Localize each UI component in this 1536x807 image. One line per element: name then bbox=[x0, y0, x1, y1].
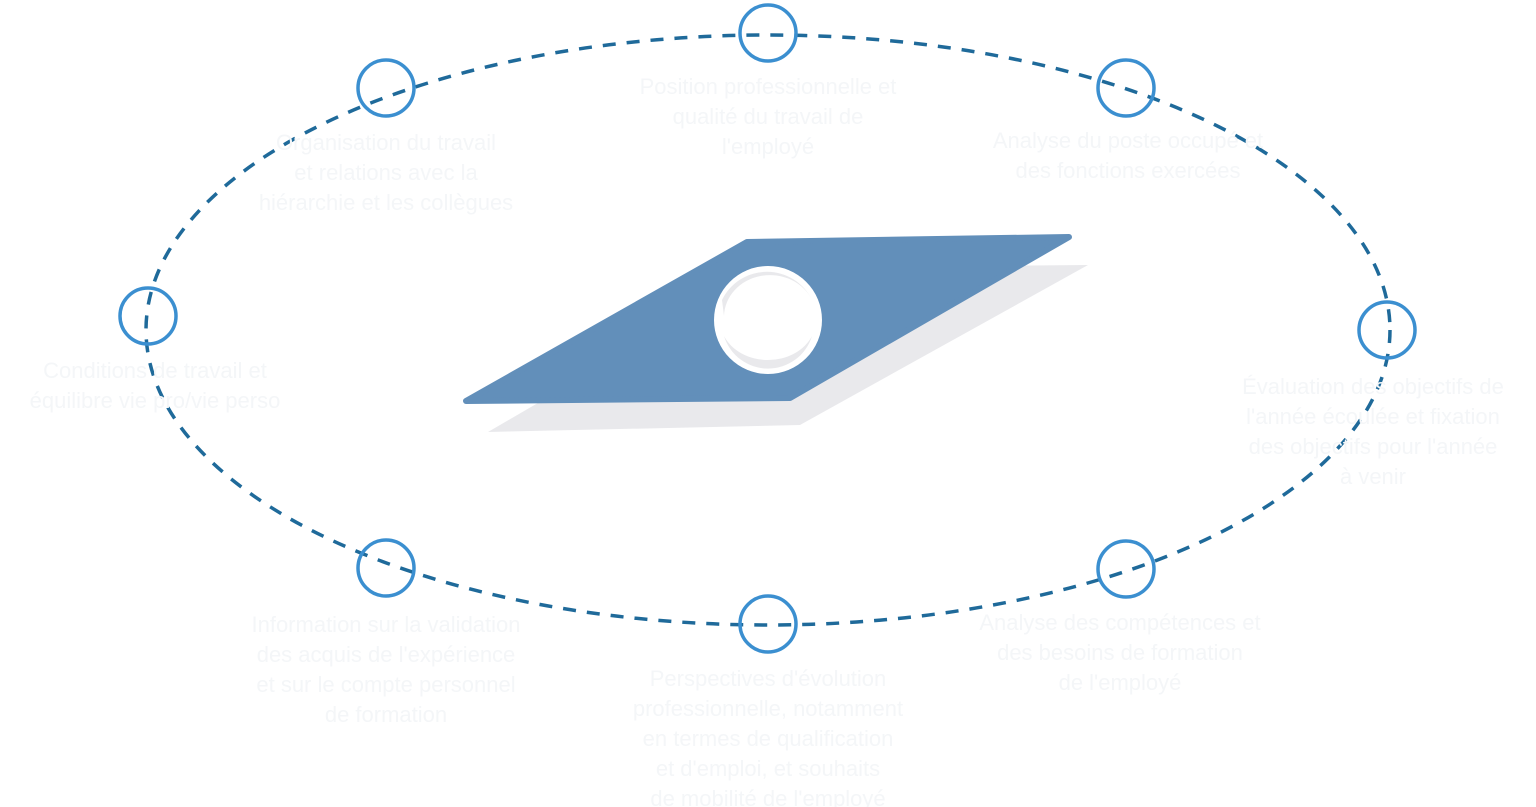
node-ring bbox=[1357, 300, 1417, 360]
node-label-top-left: Organisation du travail et relations ave… bbox=[258, 130, 514, 215]
node-label-top-right: Analyse du poste occupé et des fonctions… bbox=[992, 128, 1264, 183]
node-bottom-ring-icon bbox=[738, 594, 798, 654]
center-hole bbox=[714, 266, 822, 374]
node-bottom-right-ring-icon bbox=[1096, 539, 1156, 599]
orbit-ellipse bbox=[144, 33, 1392, 627]
node-label-bottom: Perspectives d'évolution professionnelle… bbox=[632, 666, 904, 807]
node-label-left: Conditions de travail et équilibre vie p… bbox=[29, 358, 281, 413]
node-ring bbox=[738, 594, 798, 654]
node-ring bbox=[1096, 58, 1156, 118]
node-bottom-left-ring-icon bbox=[356, 538, 416, 598]
node-ring bbox=[738, 3, 798, 63]
node-top-ring-icon bbox=[738, 3, 798, 63]
node-label-right: Évaluation des objectifs de l'année écou… bbox=[1242, 374, 1504, 489]
center-hole-inner-shadow-lower bbox=[724, 336, 812, 369]
node-left-ring-icon bbox=[118, 286, 178, 346]
node-right-ring-icon bbox=[1357, 300, 1417, 360]
node-ring bbox=[118, 286, 178, 346]
node-label-top: Position professionnelle et qualité du t… bbox=[639, 74, 897, 159]
nodes-layer bbox=[118, 3, 1417, 654]
node-label-bottom-right: Analyse des compétences et des besoins d… bbox=[979, 610, 1261, 695]
parallelogram-with-hole-icon bbox=[463, 234, 1072, 404]
node-top-right-ring-icon bbox=[1096, 58, 1156, 118]
node-ring bbox=[356, 538, 416, 598]
node-label-bottom-left: Information sur la validation des acquis… bbox=[251, 612, 521, 727]
node-ring bbox=[1096, 539, 1156, 599]
node-top-left-ring-icon bbox=[356, 58, 416, 118]
node-ring bbox=[356, 58, 416, 118]
